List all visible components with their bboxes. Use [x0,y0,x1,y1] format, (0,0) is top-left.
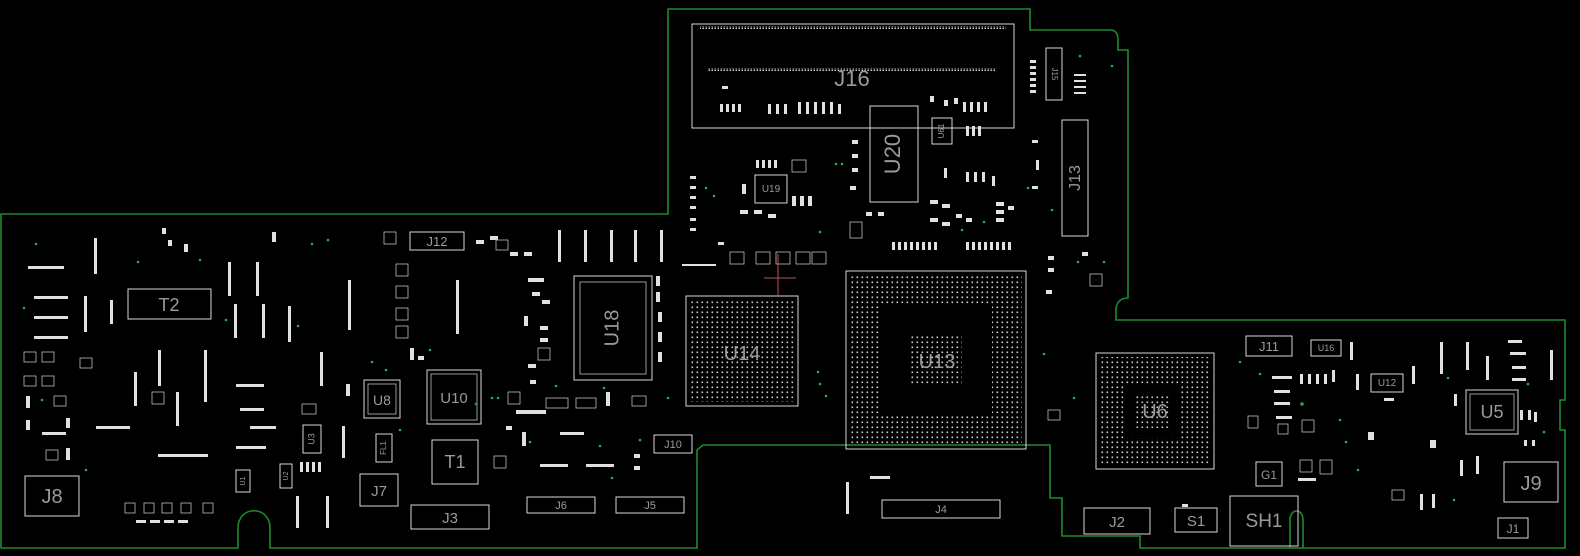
label-j15: J15 [1050,68,1059,81]
label-j7: J7 [371,483,387,500]
connector-j15: J15 [1045,47,1063,101]
board-outline [0,8,1566,549]
connector-j1: J1 [1497,517,1529,539]
chip-u3: U3 [302,424,322,454]
label-s1: S1 [1187,513,1205,530]
label-j11: J11 [1259,339,1279,354]
chip-u19: U19 [754,174,788,204]
label-t2: T2 [158,295,179,315]
chip-u1: U1 [235,469,251,493]
label-u18: U18 [601,310,623,347]
connector-j6: J6 [526,496,596,514]
label-fl1: FL1 [379,441,388,455]
chip-u20: U20 [869,105,919,203]
label-u8: U8 [373,392,391,408]
label-u14: U14 [724,343,761,365]
switch-s1: S1 [1174,507,1218,533]
label-u3: U3 [306,433,316,445]
part-g1: G1 [1255,461,1283,487]
label-u16: U16 [1318,343,1335,353]
label-u10: U10 [440,390,468,407]
connector-j10: J10 [653,434,693,454]
label-j4: J4 [935,504,947,516]
transformer-t2: T2 [127,288,212,320]
label-j12: J12 [427,234,448,249]
label-u20: U20 [880,134,905,174]
label-j8: J8 [41,486,62,508]
shield-sh1: SH1 [1229,495,1299,547]
connector-j12: J12 [409,231,465,251]
label-j3: J3 [442,510,458,527]
connector-j5: J5 [615,496,685,514]
chip-u5: U5 [1465,389,1519,435]
connector-j13: J13 [1061,119,1089,237]
label-j9: J9 [1520,473,1541,495]
label-j6: J6 [555,500,567,512]
chip-u2: U2 [279,463,293,489]
chip-u18: U18 [573,275,653,381]
vias [22,54,1546,502]
bga-u13: U13 [845,270,1027,450]
label-j13: J13 [1067,165,1084,191]
connector-j3: J3 [410,504,490,530]
label-j5: J5 [644,500,656,512]
label-j10: J10 [664,439,682,451]
label-t1: T1 [444,452,465,472]
label-u61: U61 [937,123,946,138]
label-u12: U12 [1378,378,1397,389]
chip-u16: U16 [1310,339,1342,357]
label-u1: U1 [240,476,247,485]
connector-j7: J7 [359,473,399,507]
bga-u14: U14 [685,295,799,407]
label-j1: J1 [1507,522,1520,536]
label-sh1: SH1 [1246,511,1283,532]
connector-j4: J4 [881,499,1001,519]
label-j16: J16 [834,66,869,91]
connector-j2: J2 [1083,507,1151,535]
label-u19: U19 [762,184,781,195]
label-u2: U2 [283,471,290,480]
connector-j9: J9 [1503,461,1559,503]
chip-u12: U12 [1370,373,1404,393]
bga-u6: U6 [1095,352,1215,470]
chip-u61: U61 [931,117,953,145]
chip-u8: U8 [363,379,401,419]
connector-j16: J16 [691,23,1015,129]
connector-j11: J11 [1245,335,1293,357]
filter-fl1: FL1 [375,433,393,463]
transformer-t1: T1 [431,439,479,485]
chip-u10: U10 [426,369,482,425]
label-u6: U6 [1142,401,1168,423]
passive-components [23,60,1553,528]
connector-j8: J8 [24,475,80,517]
label-g1: G1 [1261,468,1277,482]
label-j2: J2 [1109,514,1125,531]
label-u5: U5 [1480,402,1503,422]
label-u13: U13 [919,351,956,373]
